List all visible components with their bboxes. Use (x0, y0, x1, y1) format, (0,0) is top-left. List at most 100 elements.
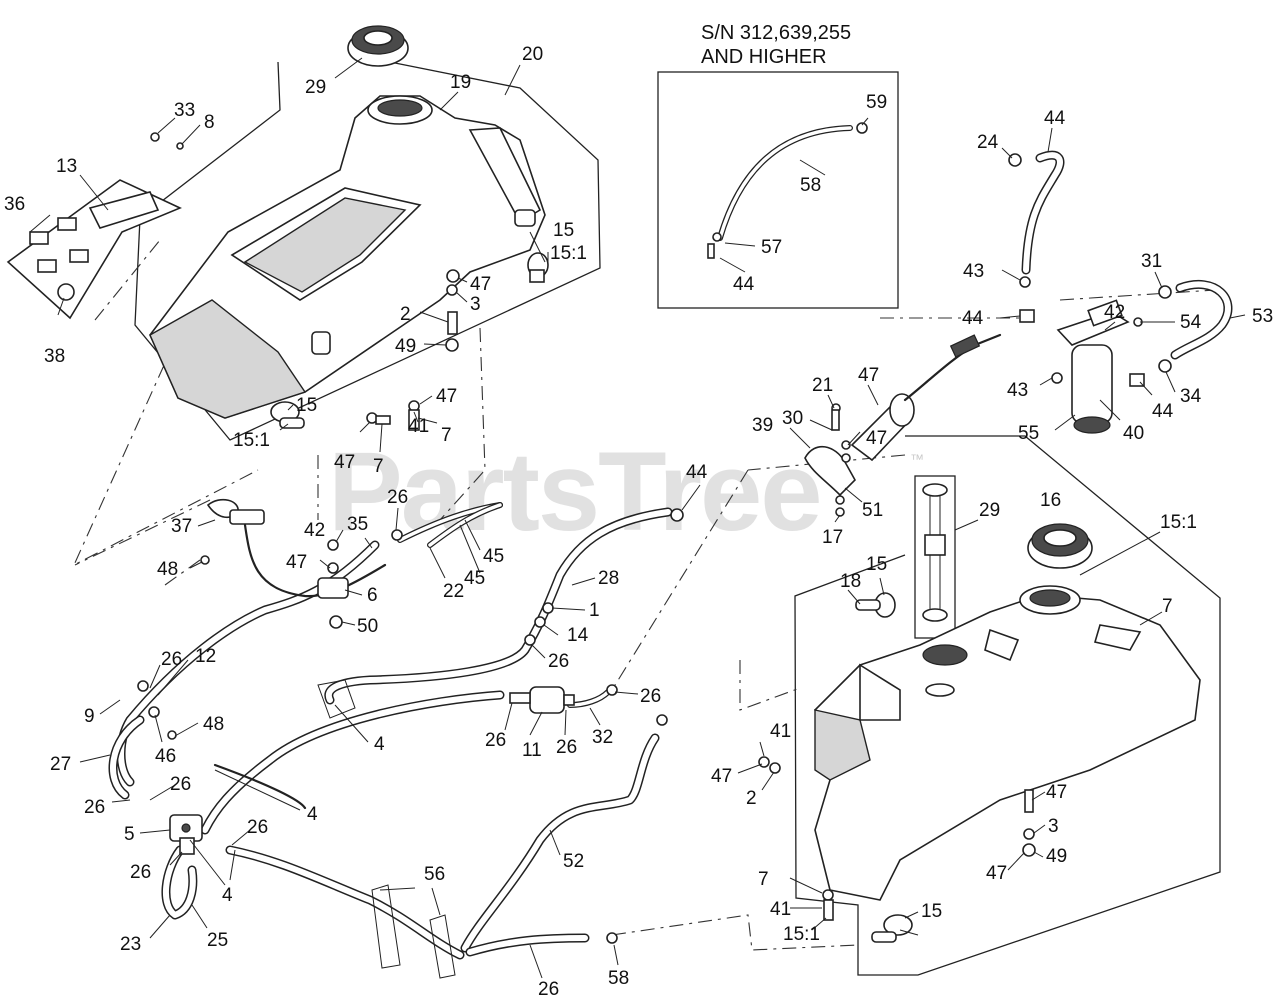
upper-tank-fittings (270, 252, 549, 431)
callout: 47 (711, 766, 732, 787)
fuel-gauge-sender (914, 475, 956, 639)
mounting-plate (6, 132, 184, 320)
callout: 21 (812, 375, 833, 396)
callout: 47 (436, 386, 457, 407)
callout: 20 (522, 44, 543, 65)
callout: 7 (441, 425, 452, 446)
callout: 54 (1180, 312, 1202, 333)
shutoff-valve (169, 814, 203, 855)
callout: 9 (84, 706, 95, 727)
callout: 44 (1152, 401, 1174, 422)
callout: 26 (556, 737, 577, 758)
callout: 15 (553, 220, 574, 241)
callout: 41 (408, 416, 429, 437)
callout: 11 (522, 740, 542, 761)
callout: 6 (367, 585, 378, 606)
callout: 24 (977, 132, 999, 153)
callout: 44 (686, 462, 708, 483)
callout: 15 (921, 901, 942, 922)
callout: 41 (770, 721, 791, 742)
callout: 34 (1180, 386, 1202, 407)
callout: 30 (782, 408, 803, 429)
callout: 56 (424, 864, 445, 885)
lower-tank-frame (794, 435, 1221, 976)
callout: 47 (286, 552, 307, 573)
callout: 22 (443, 581, 464, 602)
callout: 58 (608, 968, 629, 989)
callout: 53 (1252, 306, 1273, 327)
callout: 12 (195, 646, 216, 667)
lower-tank-fittings (758, 592, 1036, 943)
callout: 26 (247, 817, 268, 838)
assembly-frames (134, 61, 1221, 976)
callout: 27 (50, 754, 71, 775)
callout: 26 (170, 774, 191, 795)
callout: 15:1 (550, 243, 587, 264)
callout: 28 (598, 568, 619, 589)
serial-range-line: AND HIGHER (701, 46, 827, 68)
serial-number-note: S/N 312,639,255 AND HIGHER (701, 22, 851, 68)
watermark-trademark: ™ (910, 451, 924, 467)
fuel-filter (509, 686, 575, 714)
callout: 38 (44, 346, 65, 367)
callout: 41 (770, 899, 791, 920)
callout: 4 (222, 885, 233, 906)
fuel-pump (804, 333, 1002, 497)
callout: 47 (858, 365, 879, 386)
callout: 8 (204, 112, 215, 133)
callout: 43 (963, 261, 984, 282)
fuel-cap-lower (1027, 523, 1093, 569)
callout: 29 (979, 500, 1000, 521)
callout: 17 (822, 527, 843, 548)
callout: 7 (1162, 596, 1173, 617)
callout: 3 (470, 294, 481, 315)
callout: 37 (171, 516, 192, 537)
callout: 7 (373, 456, 384, 477)
callout: 47 (1046, 782, 1067, 803)
canister-filter (1056, 299, 1130, 434)
hose-guides (317, 679, 456, 979)
callout: 48 (203, 714, 224, 735)
callout: 18 (840, 571, 861, 592)
callout: 25 (207, 930, 228, 951)
callout: 13 (56, 156, 77, 177)
callout: 42 (304, 520, 325, 541)
callout: 26 (548, 651, 569, 672)
callout: 36 (4, 194, 25, 215)
callout: 26 (640, 686, 661, 707)
leader-lines (29, 57, 1246, 979)
callout: 32 (592, 727, 613, 748)
callout: 52 (563, 851, 584, 872)
callout: 47 (334, 452, 355, 473)
callout: 26 (161, 649, 182, 670)
callout: 45 (464, 568, 485, 589)
callout: 47 (866, 428, 887, 449)
callout: 49 (395, 336, 416, 357)
callout: 19 (450, 72, 471, 93)
callout: 26 (485, 730, 506, 751)
callout: 15:1 (1160, 512, 1197, 533)
callout: 26 (387, 487, 408, 508)
callout: 59 (866, 92, 887, 113)
callout: 29 (305, 77, 326, 98)
callout: 44 (962, 308, 984, 329)
upper-tank-frame (134, 61, 601, 441)
callout: 45 (483, 546, 504, 567)
fuel-cap-upper (347, 25, 409, 67)
callout: 26 (130, 862, 151, 883)
callout: 47 (986, 863, 1007, 884)
callout: 48 (157, 559, 178, 580)
callout: 26 (538, 979, 559, 999)
callout: 7 (758, 869, 769, 890)
callout: 47 (470, 274, 491, 295)
callout: 23 (120, 934, 141, 955)
callout: 50 (357, 616, 378, 637)
callout: 15:1 (233, 430, 270, 451)
callout: 46 (155, 746, 176, 767)
callout: 16 (1040, 490, 1061, 511)
callout: 31 (1141, 251, 1162, 272)
callout: 33 (174, 100, 195, 121)
callout: 15 (296, 395, 317, 416)
callout: 15 (866, 554, 887, 575)
